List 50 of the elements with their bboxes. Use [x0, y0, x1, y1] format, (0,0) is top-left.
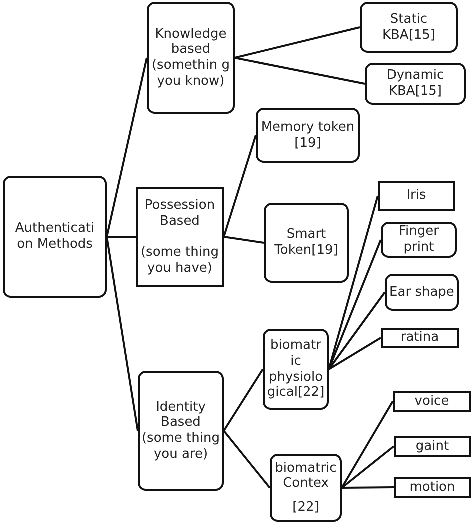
node-label: Memory token [19] [260, 120, 356, 152]
node-label: Knowledge based (somethin g you know) [150, 26, 232, 90]
process-box [378, 181, 455, 211]
process-box [394, 436, 471, 457]
rounded-box [147, 2, 235, 114]
rounded-box [365, 63, 466, 105]
connector-line [341, 401, 394, 488]
node-label: Ear shape [390, 284, 454, 300]
rounded-box [256, 108, 360, 163]
node-label: Authenticati on Methods [14, 221, 96, 253]
connector-line [234, 57, 366, 85]
process-box [394, 477, 471, 498]
process-box [136, 187, 224, 287]
connector-line [223, 430, 271, 489]
node-label: gaint [416, 438, 450, 454]
node-label: motion [410, 480, 456, 496]
node-label: (some thing you have) [140, 244, 220, 276]
connector-line [341, 446, 395, 489]
rounded-box [270, 454, 342, 522]
node-label: Possession Based [144, 198, 216, 230]
rounded-box [138, 371, 224, 491]
node-label: Finger print [398, 224, 440, 256]
node-label: Dynamic KBA[15] [386, 68, 446, 100]
node-label: Static KBA[15] [381, 12, 437, 44]
connector-line [328, 337, 382, 370]
rounded-box [381, 222, 457, 258]
connector-line [106, 236, 139, 432]
connector-line [328, 292, 386, 370]
node-label: ratina [400, 330, 440, 346]
node-label: [22] [292, 500, 320, 516]
connector-line [234, 26, 360, 59]
node-label: Identity Based (some thing you are) [141, 400, 221, 462]
process-box [393, 391, 471, 412]
rounded-box [263, 329, 329, 410]
connector-line [106, 58, 148, 238]
node-label: biomatr ic physiolo gical[22] [266, 338, 326, 401]
connector-line [223, 135, 257, 238]
node-label: biomatric Contex [274, 460, 338, 492]
connector-line [107, 236, 136, 238]
node-label: voice [414, 394, 450, 410]
connector-line [342, 486, 394, 489]
process-box [381, 328, 459, 348]
node-label: Smart Token[19] [274, 227, 340, 259]
connector-line [224, 236, 264, 244]
rounded-box [3, 176, 107, 298]
rounded-box [264, 203, 349, 283]
rounded-box [385, 274, 459, 311]
connector-line [223, 368, 264, 432]
node-label: Iris [406, 188, 426, 204]
rounded-box [360, 2, 458, 53]
